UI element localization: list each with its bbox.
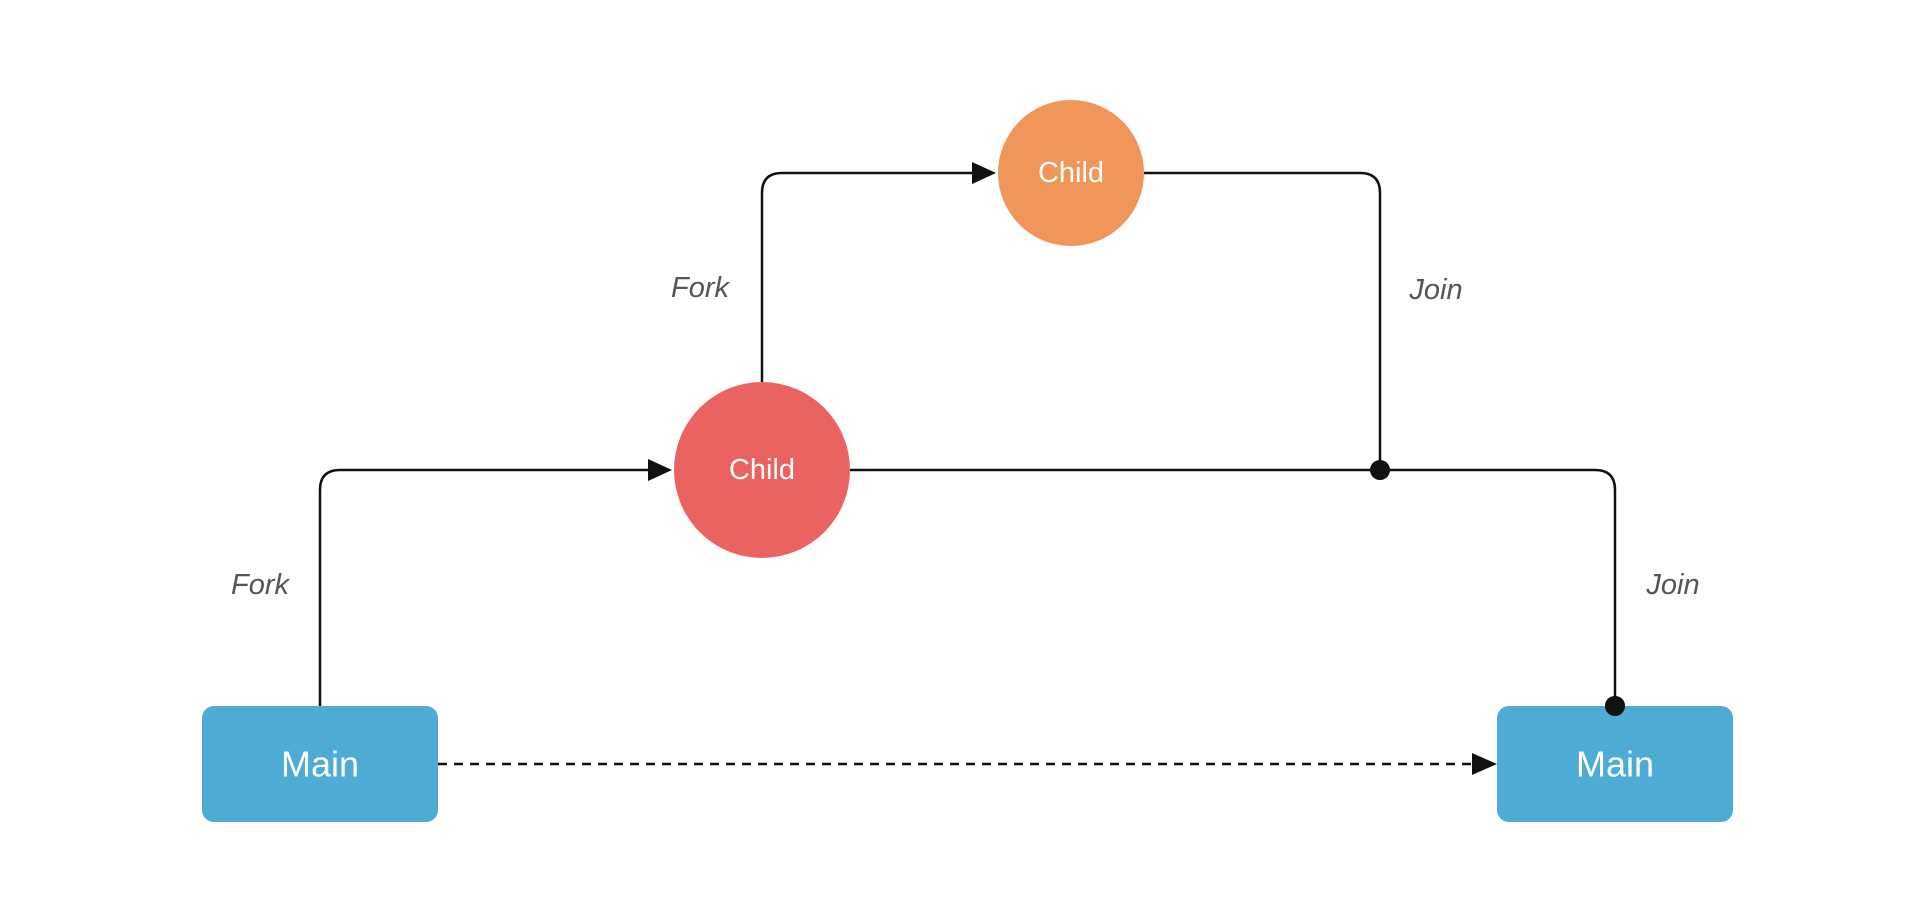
fork-edge-child-to-child [760, 171, 976, 382]
join-label-child-to-line: Join [1408, 274, 1462, 306]
fork-label-child-to-child: Fork [671, 272, 731, 304]
main-end-label: Main [1576, 744, 1654, 785]
child-a-circle [674, 382, 850, 558]
main-start-node[interactable]: Main [202, 706, 438, 822]
fork-label-main-to-child: Fork [231, 569, 291, 601]
join-edge-child-to-line [1144, 171, 1382, 470]
child-a-label: Child [729, 454, 795, 486]
child-b-label: Child [1038, 157, 1104, 189]
child-node-a[interactable]: Child [674, 382, 850, 558]
child-continuation-edge [850, 468, 1617, 706]
join-label-line-to-main: Join [1645, 569, 1699, 601]
child-b-circle [998, 100, 1144, 246]
child-node-b[interactable]: Child [998, 100, 1144, 246]
fork-arrowhead-child-to-child [972, 162, 996, 184]
join-dot-on-line [1370, 460, 1390, 480]
main-continuation-arrowhead [1472, 753, 1497, 775]
main-end-node[interactable]: Main [1497, 706, 1733, 822]
fork-arrowhead-main-to-child [648, 459, 672, 481]
fork-edge-main-to-child [318, 468, 652, 708]
main-start-label: Main [281, 744, 359, 785]
main-start-box [202, 706, 438, 822]
main-end-box [1497, 706, 1733, 822]
join-dot-on-main-top [1605, 696, 1625, 716]
